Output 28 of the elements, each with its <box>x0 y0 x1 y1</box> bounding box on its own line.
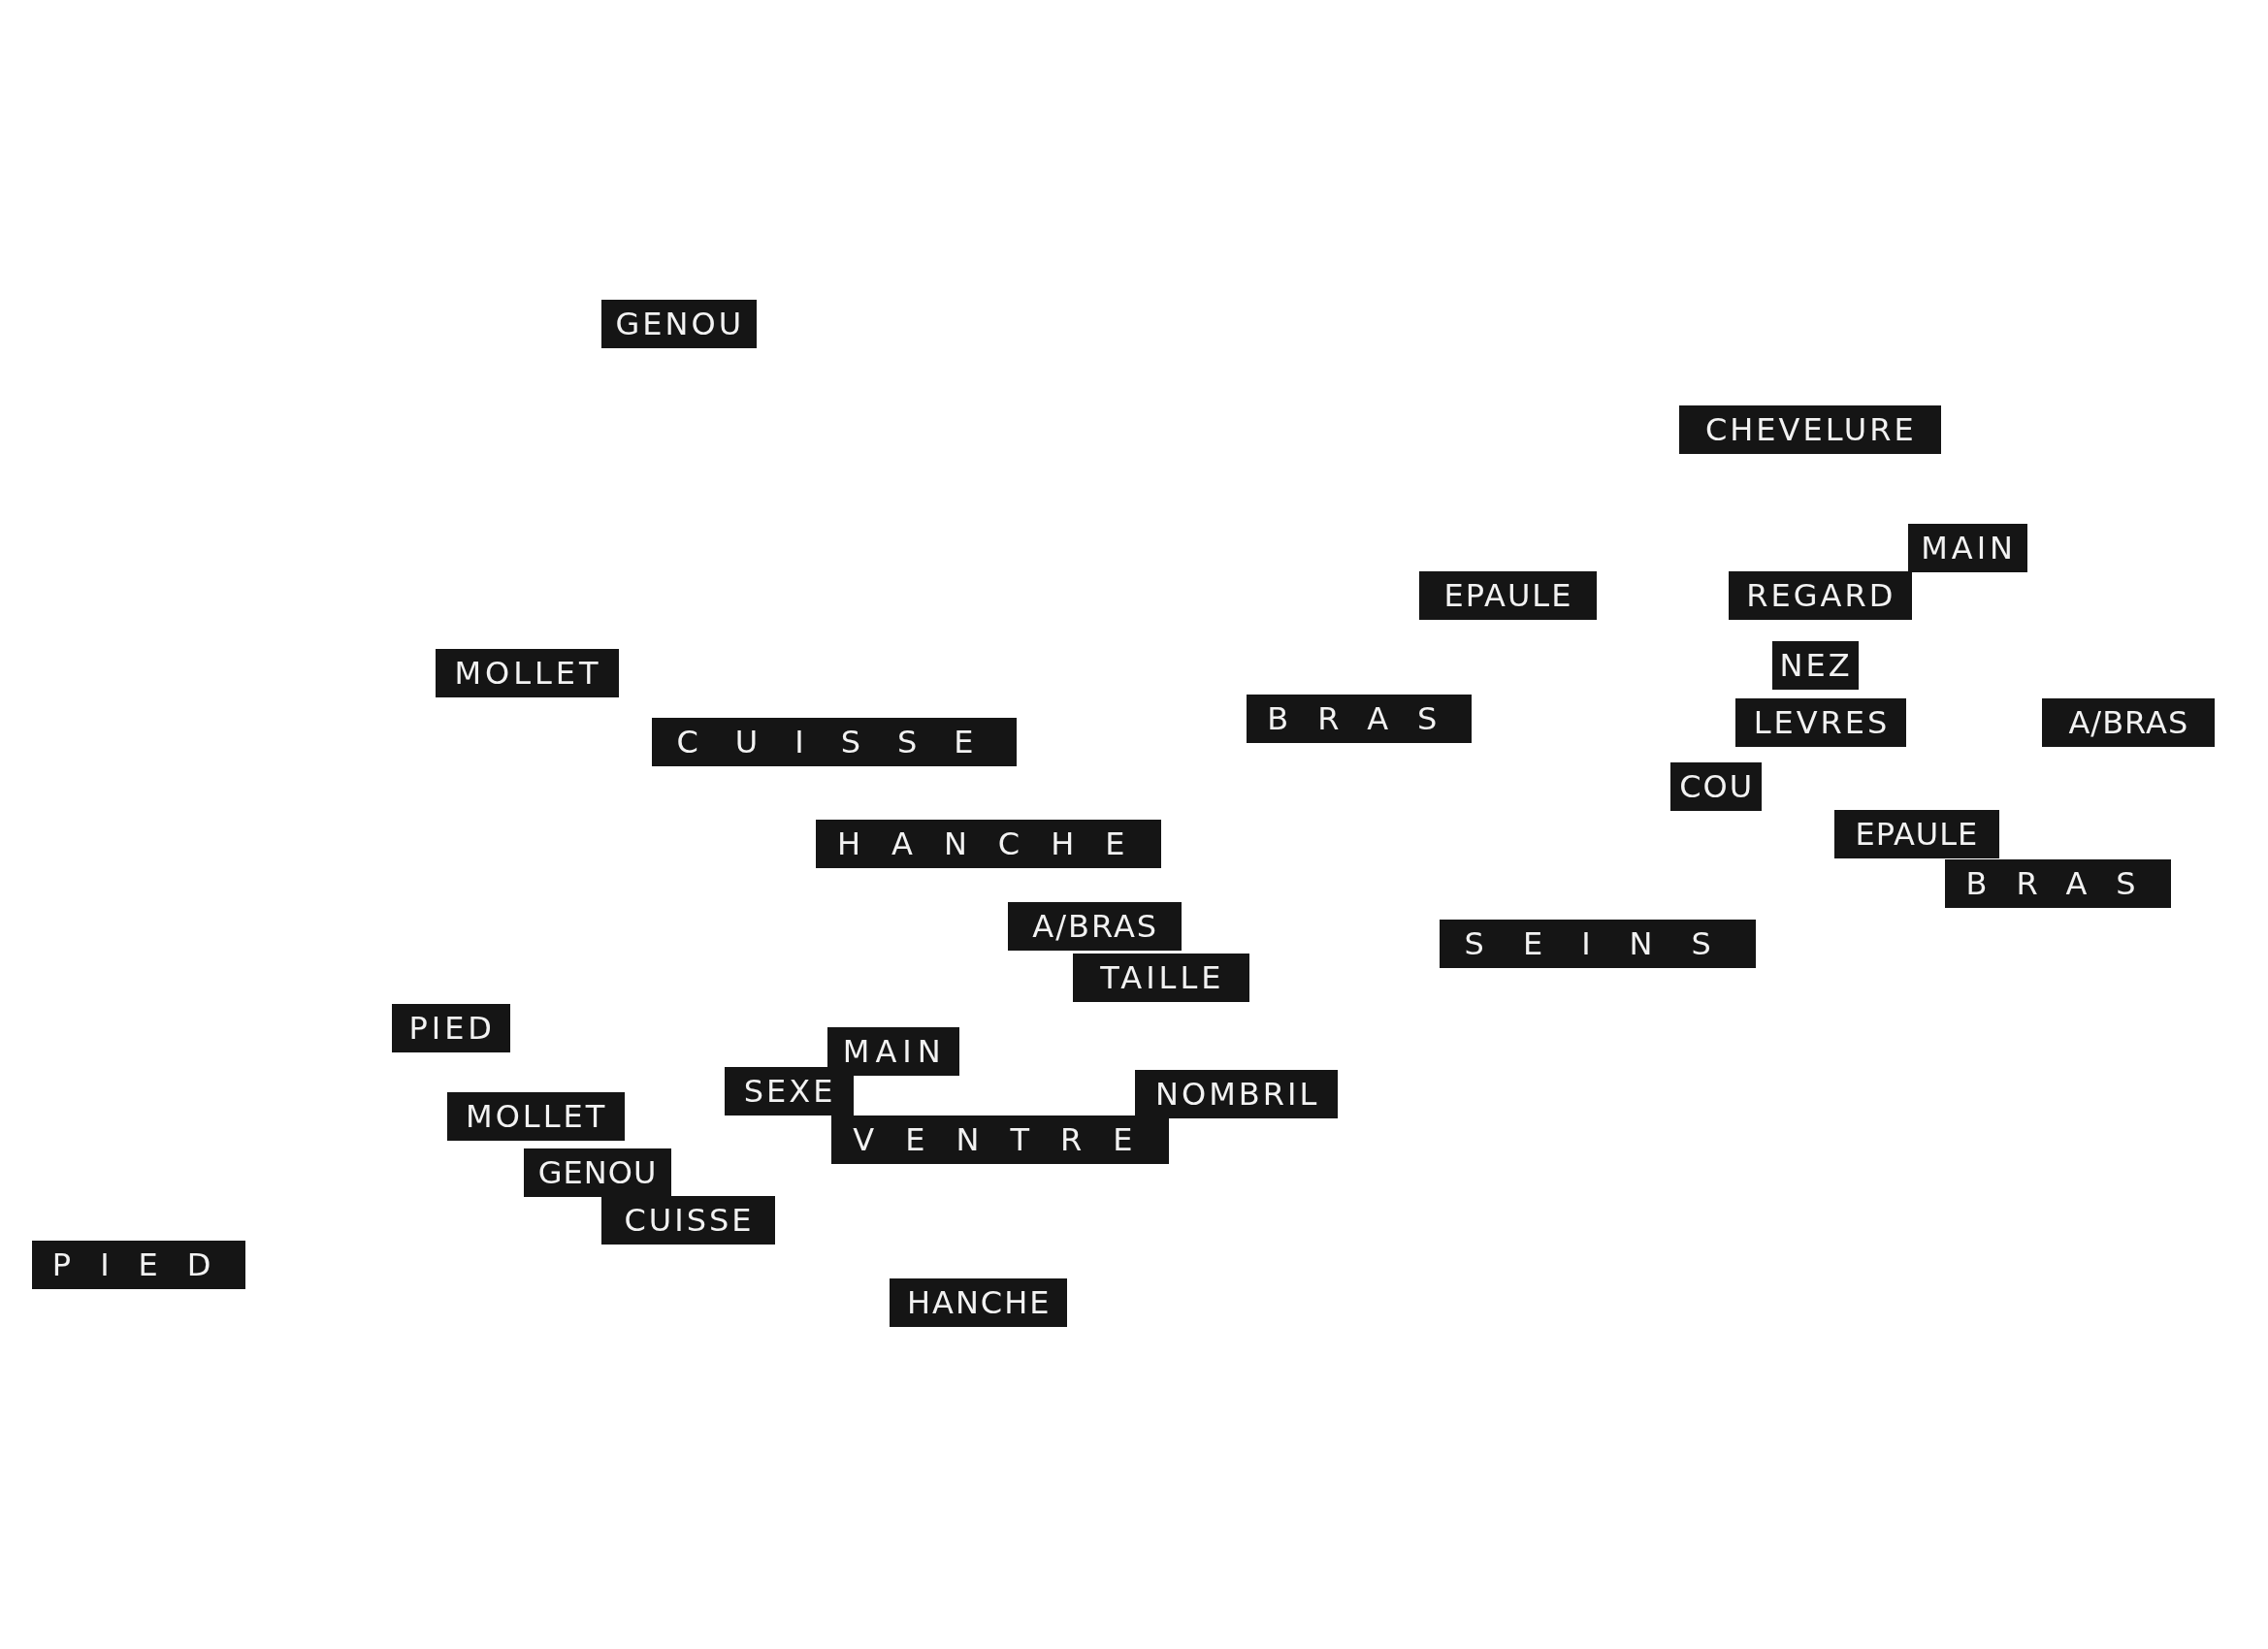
word-label: MAIN <box>826 1026 959 1076</box>
word-label: LEVRES <box>1735 698 1907 748</box>
word-label: GENOU <box>523 1148 671 1197</box>
word-label: NEZ <box>1771 640 1859 690</box>
word-label: MAIN <box>1907 523 2028 572</box>
word-label: MOLLET <box>435 649 620 698</box>
word-label: EPAULE <box>1833 810 1999 858</box>
word-label: NOMBRIL <box>1135 1070 1339 1119</box>
word-label: CUISSE <box>601 1196 776 1245</box>
word-label: COU <box>1670 761 1763 811</box>
word-label: REGARD <box>1728 570 1913 620</box>
word-label: SEINS <box>1439 920 1756 969</box>
word-label: BRAS <box>1247 694 1473 743</box>
word-label: MOLLET <box>446 1091 626 1141</box>
word-label: EPAULE <box>1418 570 1598 620</box>
word-label: VENTRE <box>831 1115 1170 1164</box>
word-label: TAILLE <box>1073 953 1250 1002</box>
word-label: HANCHE <box>815 820 1162 869</box>
word-label: CUISSE <box>652 717 1017 766</box>
word-label: BRAS <box>1945 858 2171 908</box>
word-label: HANCHE <box>890 1278 1068 1328</box>
word-label: A/BRAS <box>1008 902 1183 952</box>
word-label: PIED <box>31 1241 246 1290</box>
word-label: PIED <box>392 1003 511 1052</box>
word-label: A/BRAS <box>2042 698 2215 748</box>
word-label: SEXE <box>725 1067 854 1116</box>
word-label: CHEVELURE <box>1679 404 1941 454</box>
word-label: GENOU <box>601 299 757 348</box>
